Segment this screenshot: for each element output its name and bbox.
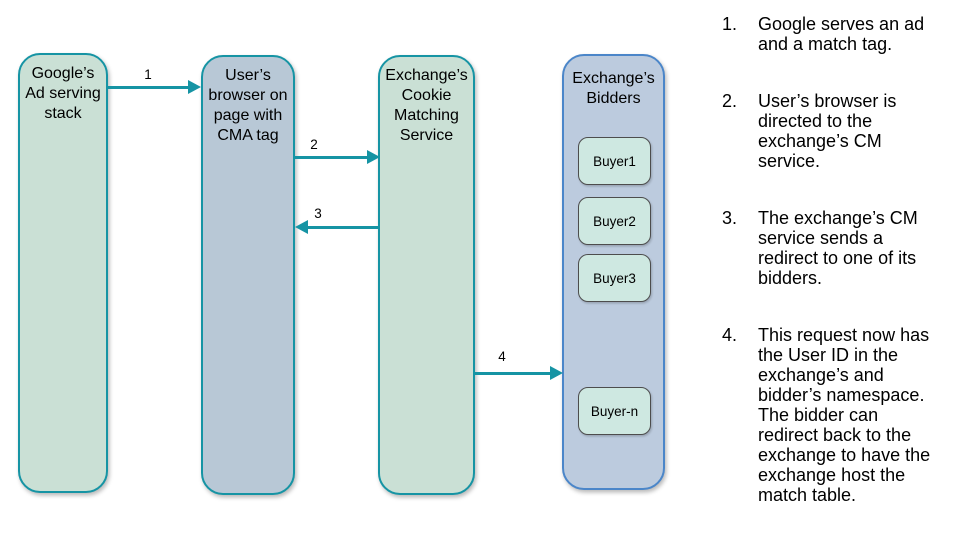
- buyer-label: Buyer-n: [590, 403, 639, 419]
- step-number: 2.: [722, 91, 738, 111]
- buyer-box-2: Buyer2: [578, 197, 651, 245]
- arrow-head-icon: [367, 150, 380, 164]
- step-number: 1.: [722, 14, 738, 34]
- node-exchange-bidders: Exchange’s Bidders Buyer1 Buyer2 Buyer3 …: [562, 54, 665, 490]
- buyer-label: Buyer3: [593, 270, 636, 286]
- arrow-label-4: 4: [498, 349, 506, 364]
- arrow-head-icon: [188, 80, 201, 94]
- flow-arrow-4: [475, 366, 563, 380]
- arrow-head-icon: [550, 366, 563, 380]
- flow-arrow-3: [295, 220, 380, 234]
- step-text: This request now has the User ID in the …: [758, 325, 931, 505]
- buyer-label: Buyer2: [593, 213, 636, 229]
- step-3: 3. The exchange’s CM service sends a red…: [722, 208, 938, 288]
- arrow-line: [306, 225, 380, 229]
- arrow-line: [475, 371, 552, 375]
- node-label: Exchange’s Bidders: [572, 70, 655, 107]
- node-google-ad-serving-stack: Google’s Ad serving stack: [18, 53, 108, 493]
- step-1: 1. Google serves an ad and a match tag.: [722, 14, 938, 54]
- steps-list: 1. Google serves an ad and a match tag. …: [722, 14, 938, 540]
- node-label: Google’s Ad serving stack: [25, 65, 101, 122]
- buyer-box-n: Buyer-n: [578, 387, 651, 435]
- step-number: 3.: [722, 208, 738, 228]
- step-number: 4.: [722, 325, 738, 345]
- buyer-box-3: Buyer3: [578, 254, 651, 302]
- arrow-line: [295, 155, 369, 159]
- buyer-box-1: Buyer1: [578, 137, 651, 185]
- step-text: Google serves an ad and a match tag.: [758, 14, 925, 54]
- arrow-label-2: 2: [310, 137, 318, 152]
- arrow-line: [108, 85, 190, 89]
- node-label: User’s browser on page with CMA tag: [208, 67, 288, 144]
- buyer-label: Buyer1: [593, 153, 636, 169]
- step-4: 4. This request now has the User ID in t…: [722, 325, 938, 505]
- flow-arrow-2: [295, 150, 380, 164]
- step-text: User’s browser is directed to the exchan…: [758, 91, 897, 171]
- node-cookie-matching-service: Exchange’s Cookie Matching Service: [378, 55, 475, 495]
- node-user-browser: User’s browser on page with CMA tag: [201, 55, 295, 495]
- arrow-label-3: 3: [314, 206, 322, 221]
- step-2: 2. User’s browser is directed to the exc…: [722, 91, 938, 171]
- arrow-label-1: 1: [144, 67, 152, 82]
- step-text: The exchange’s CM service sends a redire…: [758, 208, 918, 288]
- flow-arrow-1: [108, 80, 201, 94]
- arrow-head-icon: [295, 220, 308, 234]
- node-label: Exchange’s Cookie Matching Service: [385, 67, 468, 144]
